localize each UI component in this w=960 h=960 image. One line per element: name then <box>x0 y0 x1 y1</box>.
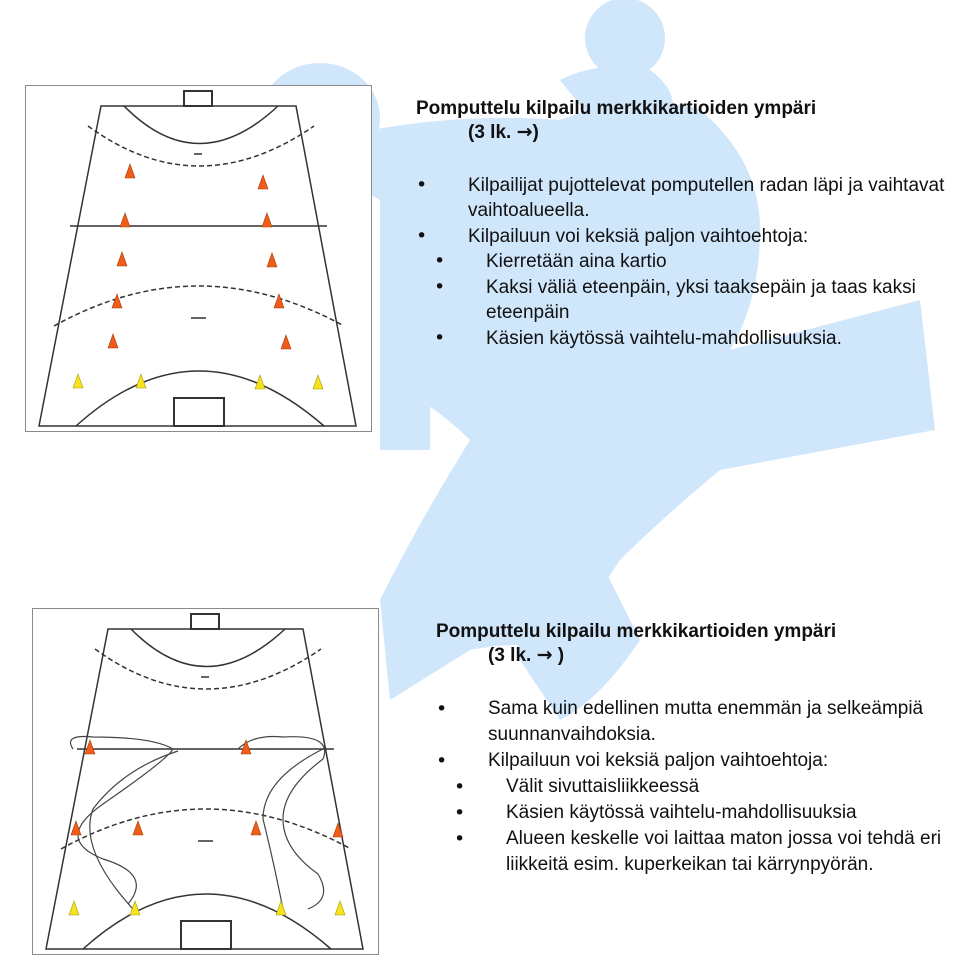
cone <box>124 163 136 179</box>
movement-paths <box>69 735 326 910</box>
cone <box>254 374 266 390</box>
sub-bullet-list: Kierretään aina kartio Kaksi väliä eteen… <box>434 249 956 352</box>
court-diagram-1 <box>25 85 372 432</box>
cone <box>129 900 141 916</box>
orange-cones <box>107 163 292 350</box>
cone <box>334 900 346 916</box>
grade-label: (3 lk. <box>488 644 532 666</box>
cone <box>275 900 287 916</box>
list-item: Käsien käytössä vaihtelu-mahdollisuuksia… <box>434 326 956 352</box>
list-item: Sama kuin edellinen mutta enemmän ja sel… <box>436 696 960 748</box>
cone <box>273 293 285 309</box>
bullet-list: Sama kuin edellinen mutta enemmän ja sel… <box>436 696 960 774</box>
bottom-goal <box>180 920 232 950</box>
top-goal <box>183 90 213 107</box>
bottom-goal-area <box>75 370 325 427</box>
top-goal <box>190 613 220 630</box>
court-outline <box>38 105 357 427</box>
exercise-title-2: Pomputtelu kilpailu merkkikartioiden ymp… <box>436 621 837 666</box>
exercise-description-1: Pomputtelu kilpailu merkkikartioiden ymp… <box>416 97 956 351</box>
list-item: Kaksi väliä eteenpäin, yksi taaksepäin j… <box>434 275 956 326</box>
cone <box>68 900 80 916</box>
list-item: Alueen keskelle voi laittaa maton jossa … <box>454 826 960 878</box>
top-free-throw-line <box>87 125 315 167</box>
cone <box>261 212 273 228</box>
cone <box>312 374 324 390</box>
cone <box>332 822 344 838</box>
top-goal-area <box>123 105 279 145</box>
cone <box>257 174 269 190</box>
top-free-throw-line <box>94 648 322 690</box>
bottom-goal <box>173 397 225 427</box>
cone <box>135 373 147 389</box>
list-item: Kilpailuun voi keksiä paljon vaihtoehtoj… <box>416 224 956 250</box>
cone <box>132 820 144 836</box>
right-arrow-icon: → <box>536 643 553 666</box>
grade-label: (3 lk. <box>468 121 512 143</box>
yellow-cones <box>72 373 324 390</box>
top-goal-area <box>130 628 286 668</box>
cone <box>111 293 123 309</box>
bullet-list: Kilpailijat pujottelevat pomputellen rad… <box>416 173 956 250</box>
cone <box>250 820 262 836</box>
cone <box>119 212 131 228</box>
list-item: Kierretään aina kartio <box>434 249 956 275</box>
list-item: Kilpailuun voi keksiä paljon vaihtoehtoj… <box>436 748 960 774</box>
list-item: Kilpailijat pujottelevat pomputellen rad… <box>416 173 956 224</box>
exercise-description-2: Pomputtelu kilpailu merkkikartioiden ymp… <box>436 620 960 878</box>
cone <box>280 334 292 350</box>
exercise-title-1: Pomputtelu kilpailu merkkikartioiden ymp… <box>416 98 817 143</box>
list-item: Käsien käytössä vaihtelu-mahdollisuuksia <box>454 800 960 826</box>
cone <box>240 739 252 755</box>
bottom-free-throw-line <box>53 285 345 327</box>
right-arrow-icon: → <box>516 120 533 143</box>
bottom-goal-area <box>82 893 332 950</box>
court-diagram-2 <box>32 608 379 955</box>
cone <box>72 373 84 389</box>
cone <box>84 739 96 755</box>
cone <box>107 333 119 349</box>
orange-cones <box>70 739 344 838</box>
cone <box>266 252 278 268</box>
bottom-free-throw-line <box>60 808 352 850</box>
sub-bullet-list: Välit sivuttaisliikkeessä Käsien käytöss… <box>454 774 960 878</box>
list-item: Välit sivuttaisliikkeessä <box>454 774 960 800</box>
yellow-cones <box>68 900 346 916</box>
cone <box>70 820 82 836</box>
cone <box>116 251 128 267</box>
court-outline <box>45 628 364 950</box>
